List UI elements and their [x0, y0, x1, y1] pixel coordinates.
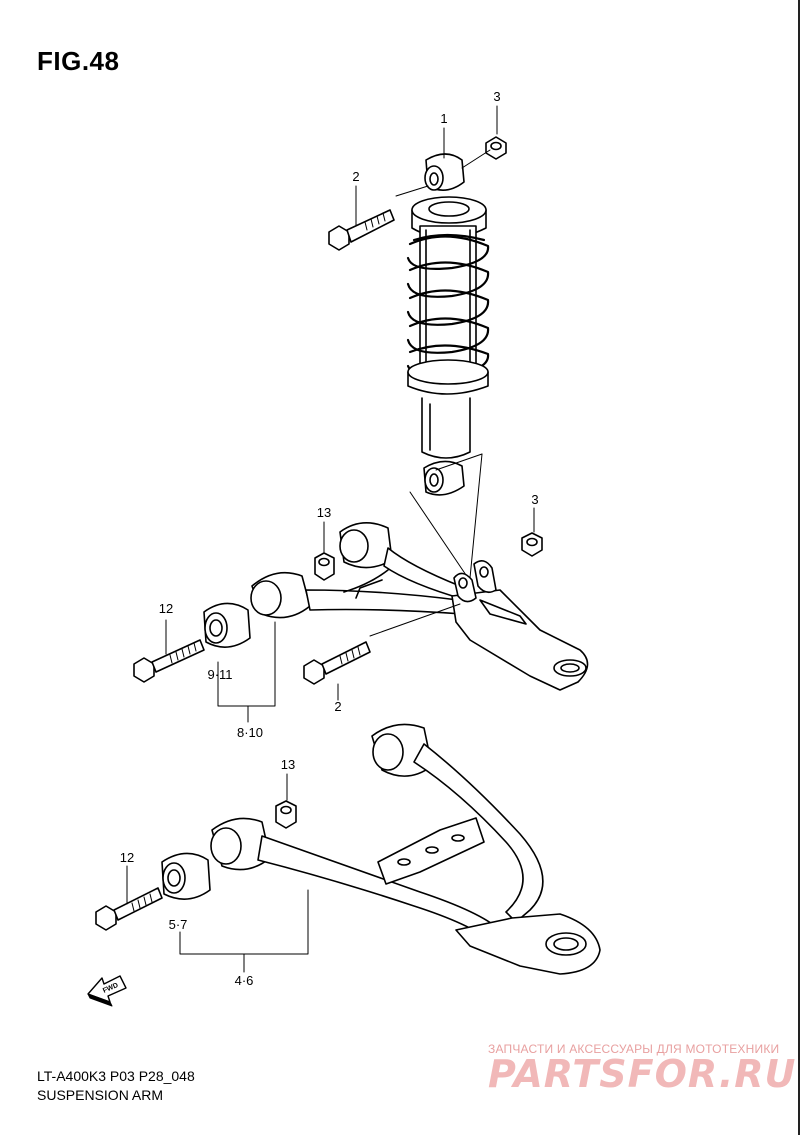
callout-8-10: 8·10	[236, 725, 264, 740]
fwd-arrow-icon	[87, 975, 127, 1007]
watermark-subtitle: ЗАПЧАСТИ И АКСЕССУАРЫ ДЛЯ МОТОТЕХНИКИ	[488, 1042, 780, 1056]
callout-5-7: 5·7	[168, 917, 188, 932]
figure-title: FIG.48	[37, 46, 120, 76]
lower-nut-13	[275, 800, 297, 829]
diagram-code: LT-A400K3 P03 P28_048	[37, 1068, 195, 1084]
top-bolt	[328, 209, 395, 251]
upper-bolt-12	[133, 639, 205, 683]
lower-bushing	[161, 852, 211, 900]
watermark-logo: PARTSFOR.RU	[488, 1052, 797, 1096]
callout-12-upper: 12	[158, 601, 174, 616]
upper-bushing	[203, 602, 251, 648]
callout-13-upper: 13	[316, 505, 332, 520]
lower-arm	[210, 723, 601, 975]
lower-bolt-12	[95, 887, 163, 931]
callout-4-6: 4·6	[234, 973, 254, 988]
upper-nut-13	[314, 552, 335, 581]
callout-3-mid: 3	[531, 492, 539, 507]
shock-absorber	[406, 153, 490, 496]
upper-arm	[250, 522, 589, 691]
upper-nut-3	[521, 532, 543, 557]
callout-2-top: 2	[352, 169, 360, 184]
callout-2-mid: 2	[334, 699, 342, 714]
callout-1: 1	[440, 111, 448, 126]
callout-3-top: 3	[493, 89, 501, 104]
top-nut	[485, 136, 507, 160]
callout-13-lower: 13	[280, 757, 296, 772]
callout-9-11: 9·11	[207, 667, 233, 682]
callout-12-lower: 12	[119, 850, 135, 865]
diagram-name: SUSPENSION ARM	[37, 1087, 164, 1103]
upper-bolt-2	[303, 641, 371, 685]
